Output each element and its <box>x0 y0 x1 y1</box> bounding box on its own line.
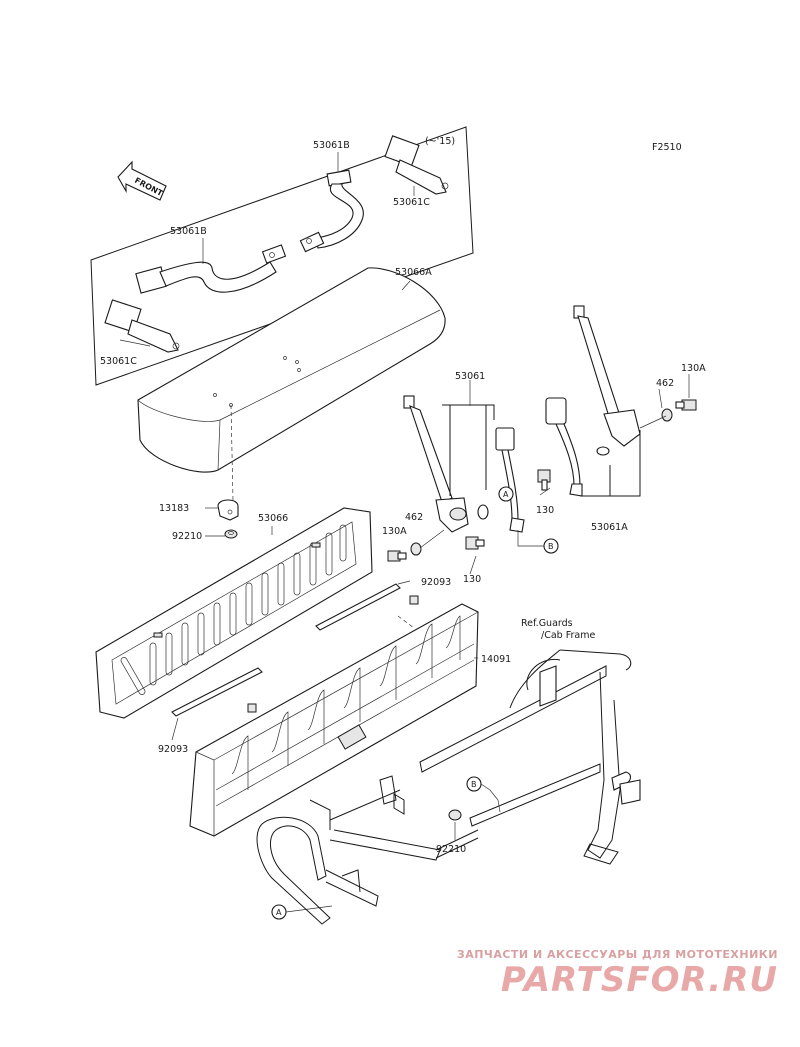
label-53066A: 53066A <box>395 267 432 278</box>
callout-a-lower: A <box>271 904 333 920</box>
label-130-left: 130 <box>463 574 481 585</box>
figure-code: F2510 <box>652 142 682 153</box>
label-130A-right: 130A <box>681 363 706 374</box>
label-92093-left: 92093 <box>158 744 188 755</box>
bolt-130A-right <box>639 399 697 429</box>
label-130A-left: 130A <box>382 526 407 537</box>
clip-13183 <box>217 499 239 521</box>
label-53061B-left: 53061B <box>170 226 207 237</box>
callout-b-lower: B <box>466 776 499 801</box>
washer-462-left <box>410 529 445 556</box>
label-53061: 53061 <box>455 371 485 382</box>
label-14091: 14091 <box>481 654 511 665</box>
washer-462-right <box>661 408 673 422</box>
rubber-strip-92093-left <box>171 667 263 717</box>
label-53061C-left: 53061C <box>100 356 137 367</box>
nut-92210-upper <box>224 529 238 539</box>
bolt-130A-left <box>387 550 407 562</box>
bolt-130-right <box>537 469 551 491</box>
watermark: ЗАПЧАСТИ И АКСЕССУАРЫ ДЛЯ МОТОТЕХНИКИ PA… <box>457 948 778 999</box>
svg-text:B: B <box>548 542 554 551</box>
label-53061B-top: 53061B <box>313 140 350 151</box>
strap-53061B-upper <box>299 169 364 253</box>
strap-53061C-lower <box>104 299 180 353</box>
label-92210-bottom: 92210 <box>436 844 466 855</box>
label-53061A: 53061A <box>591 522 628 533</box>
seatbelt-53061 <box>403 395 525 533</box>
part-labels: 53061B (~'15) 53061C 53061B 53066A 53061… <box>100 136 706 855</box>
strap-53061C-upper <box>384 135 449 195</box>
label-53066: 53066 <box>258 513 288 524</box>
label-ref-guards: Ref.Guards <box>521 618 573 629</box>
svg-text:A: A <box>503 490 509 499</box>
label-13183: 13183 <box>159 503 189 514</box>
seat-back <box>95 507 373 719</box>
label-53061C-top: 53061C <box>393 197 430 208</box>
label-92210-top: 92210 <box>172 531 202 542</box>
rubber-strip-92093-right <box>315 583 401 631</box>
label-462-right: 462 <box>656 378 674 389</box>
front-arrow-icon: FRONT <box>117 160 167 201</box>
back-panel-14091 <box>189 595 479 837</box>
cab-frame <box>256 649 641 925</box>
bolt-130-left <box>465 536 485 550</box>
watermark-logo: PARTSFOR.RU <box>500 960 778 1000</box>
seat-cushion <box>137 267 446 501</box>
label-period-note: (~'15) <box>425 136 455 147</box>
callout-b-upper: B <box>517 530 559 554</box>
watermark-tagline: ЗАПЧАСТИ И АКСЕССУАРЫ ДЛЯ МОТОТЕХНИКИ <box>456 948 778 961</box>
label-ref-cab-frame: /Cab Frame <box>541 630 595 641</box>
strap-53061B-lower <box>135 244 287 294</box>
svg-text:A: A <box>276 908 282 917</box>
label-462-left: 462 <box>405 512 423 523</box>
seatbelt-53061A <box>545 305 641 497</box>
leader-lines <box>119 152 690 840</box>
svg-text:B: B <box>471 780 477 789</box>
callout-a-upper: A <box>498 486 514 502</box>
label-92093-right: 92093 <box>421 577 451 588</box>
label-130-right: 130 <box>536 505 554 516</box>
